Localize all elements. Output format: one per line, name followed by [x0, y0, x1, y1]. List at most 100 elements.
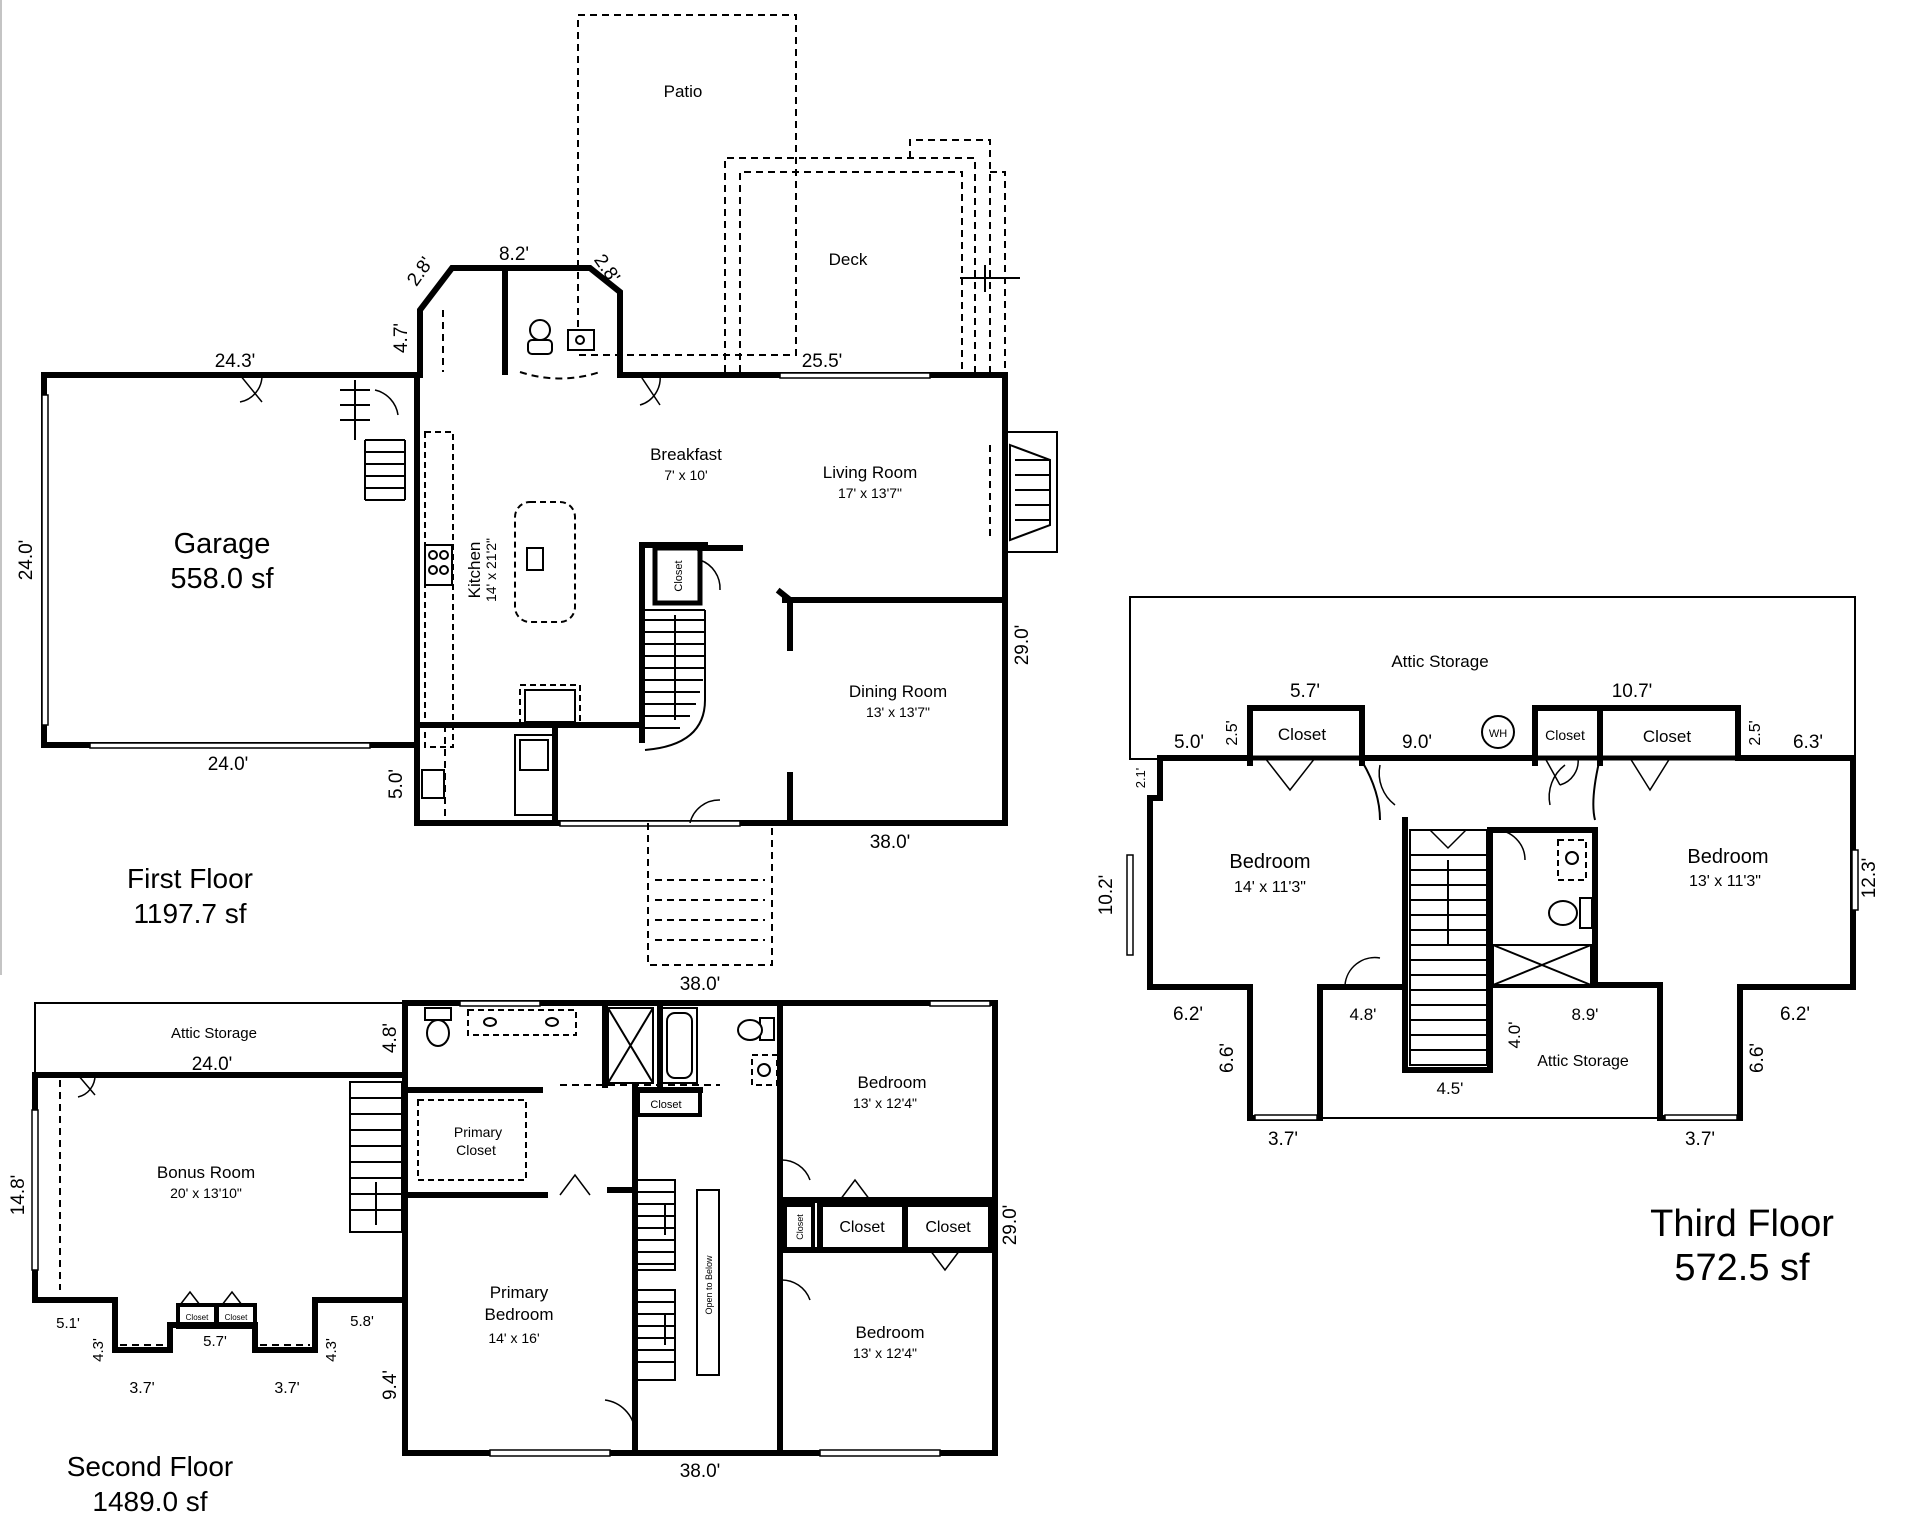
- dim3-right-side: 12.3': [1859, 858, 1880, 899]
- dim3-right-dormer-h: 6.6': [1747, 1043, 1768, 1073]
- bonus-room-size: 20' x 13'10": [170, 1185, 242, 1201]
- dim-first-bottom: 38.0': [870, 832, 911, 853]
- third-attic-bottom-label: Attic Storage: [1537, 1053, 1629, 1070]
- bonus-room-label: Bonus Room: [157, 1163, 255, 1182]
- dim3-right-top: 6.3': [1793, 732, 1823, 753]
- primary-bedroom-label-1: Primary: [490, 1283, 549, 1302]
- dim3-step-right: 2.5': [1747, 720, 1764, 745]
- dim-mud-left: 5.0': [386, 769, 407, 799]
- second-floor-title: Second Floor: [67, 1451, 234, 1482]
- bonus-closet-right-label: Closet: [225, 1313, 248, 1322]
- bedroom-closet-1-label: Closet: [839, 1219, 885, 1236]
- primary-closet-label-2: Closet: [456, 1142, 496, 1158]
- primary-closet: [417, 1099, 527, 1181]
- dim2-primary-left: 9.4': [380, 1370, 401, 1400]
- dim-stoop-bottom: 38.0': [680, 974, 721, 995]
- front-stoop: [647, 823, 773, 966]
- dim3-closet-left-top: 5.7': [1290, 681, 1320, 702]
- kitchen-island: [514, 501, 576, 623]
- living-room-label: Living Room: [823, 463, 918, 482]
- dim3-left-dormer-h: 6.6': [1217, 1043, 1238, 1073]
- third-floor: Attic Storage Closet Closet Closet WH Be…: [1096, 596, 1880, 1289]
- third-bedroom-left-label: Bedroom: [1229, 851, 1310, 873]
- garage-label: Garage: [174, 528, 271, 560]
- dim3-left-top: 5.0': [1174, 732, 1204, 753]
- dim2-right-step: 5.8': [350, 1313, 374, 1330]
- bedroom-closet-2: [903, 1203, 992, 1252]
- dim3-bath-bottom: 8.9': [1572, 1005, 1599, 1024]
- dim-bay-side: 4.7': [391, 323, 412, 353]
- third-closet-right: [1597, 705, 1741, 761]
- third-floor-title: Third Floor: [1650, 1203, 1834, 1245]
- bedroom-closet-2-label: Closet: [925, 1219, 971, 1236]
- dim3-left-dormer-w: 3.7': [1268, 1129, 1298, 1150]
- breakfast-label: Breakfast: [650, 445, 722, 464]
- bedroom-closet-small-label: Closet: [795, 1214, 805, 1240]
- dim2-right-dormer: 3.7': [274, 1380, 299, 1397]
- dim-bay-angle-right: 2.8': [589, 251, 623, 288]
- dim-first-right: 29.0': [1012, 625, 1033, 666]
- dim2-left-step-h: 4.3': [90, 1338, 107, 1362]
- deck-label: Deck: [829, 250, 868, 269]
- dim-living-top: 25.5': [802, 351, 843, 372]
- breakfast-size: 7' x 10': [664, 467, 707, 483]
- dim2-attic-right: 4.8': [380, 1023, 401, 1053]
- dim2-bottom: 38.0': [680, 1461, 721, 1482]
- dim2-bonus-left: 14.8': [8, 1175, 29, 1216]
- garage-walls: [41, 372, 423, 748]
- third-closet-left: [1247, 705, 1365, 761]
- dim3-left-lower: 6.2': [1173, 1004, 1203, 1025]
- third-attic-top-label: Attic Storage: [1391, 652, 1488, 671]
- garage-area: 558.0 sf: [170, 563, 274, 595]
- third-floor-area: 572.5 sf: [1674, 1247, 1810, 1289]
- second-floor-area: 1489.0 sf: [92, 1486, 207, 1517]
- dim3-left-notch: 2.1': [1133, 768, 1148, 789]
- bonus-closet-left-label: Closet: [186, 1313, 209, 1322]
- dim3-stair-bottom: 4.5': [1437, 1079, 1464, 1098]
- primary-bedroom-size: 14' x 16': [488, 1330, 539, 1346]
- dim2-right: 29.0': [1000, 1205, 1021, 1246]
- hall-closet-label: Closet: [650, 1099, 681, 1111]
- dining-room-label: Dining Room: [849, 682, 947, 701]
- first-floor-title: First Floor: [127, 863, 253, 894]
- patio-label: Patio: [664, 82, 703, 101]
- third-closet-left-label: Closet: [1278, 725, 1326, 744]
- patio-outline: [577, 14, 797, 356]
- second-floor: Attic Storage Bonus Room 20' x 13'10" Cl…: [8, 1000, 1021, 1517]
- bedroom-2-label: Bedroom: [856, 1323, 925, 1342]
- bedroom-1-label: Bedroom: [858, 1073, 927, 1092]
- primary-bedroom-label-2: Bedroom: [485, 1305, 554, 1324]
- fireplace: [1004, 431, 1058, 553]
- dim-garage-top: 24.3': [215, 351, 256, 372]
- third-closet-right-label: Closet: [1643, 727, 1691, 746]
- third-bedroom-right-size: 13' x 11'3": [1689, 873, 1761, 890]
- primary-closet-label-1: Primary: [454, 1124, 502, 1140]
- bonus-closet-right: [215, 1303, 257, 1329]
- hall-closet: [636, 1088, 702, 1117]
- dim3-stair-side: 4.0': [1505, 1022, 1524, 1049]
- dim3-closets-right-top: 10.7': [1612, 681, 1653, 702]
- open-to-below-label: Open to Below: [704, 1255, 714, 1315]
- dining-room-size: 13' x 13'7": [866, 704, 930, 720]
- bay-wall: [417, 265, 623, 375]
- kitchen-size: 14' x 21'2": [483, 538, 499, 602]
- dim3-right-dormer-w: 3.7': [1685, 1129, 1715, 1150]
- dim3-step-left: 2.5': [1224, 720, 1241, 745]
- bedroom-closet-small: [783, 1203, 815, 1252]
- dim3-left-side: 10.2': [1096, 875, 1117, 916]
- living-room-size: 17' x 13'7": [838, 485, 902, 501]
- bedroom-1-size: 13' x 12'4": [853, 1095, 917, 1111]
- dim2-left-dormer: 3.7': [129, 1380, 154, 1397]
- dim3-hall-top: 9.0': [1402, 732, 1432, 753]
- attic-storage-label: Attic Storage: [171, 1025, 257, 1042]
- kitchen-label: Kitchen: [465, 542, 484, 599]
- water-heater-label: WH: [1489, 728, 1507, 740]
- dim-bay-angle-left: 2.8': [403, 254, 437, 291]
- first-floor: Patio Deck Garage 558.0 sf Breakfast 7' …: [16, 14, 1058, 995]
- dim3-right-lower: 6.2': [1780, 1004, 1810, 1025]
- dim-bay-top: 8.2': [499, 244, 529, 265]
- dim2-left-step: 5.1': [56, 1315, 80, 1332]
- bedroom-2-size: 13' x 12'4": [853, 1345, 917, 1361]
- second-floor-main-walls: [402, 1000, 998, 1456]
